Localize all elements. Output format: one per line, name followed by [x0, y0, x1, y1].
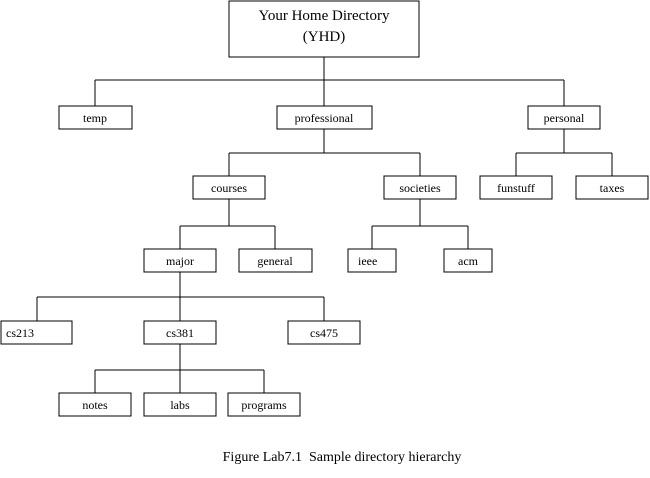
node-personal-box	[527, 105, 601, 130]
node-general-label: general	[257, 254, 293, 268]
node-temp: temp	[58, 105, 133, 130]
node-taxes: taxes	[575, 175, 649, 200]
node-temp-label: temp	[83, 111, 107, 125]
node-labs: labs	[143, 392, 217, 417]
node-programs-box	[227, 392, 301, 417]
node-acm-box	[443, 248, 493, 273]
connector-lines	[36, 57, 613, 393]
node-ieee-box	[347, 248, 397, 273]
node-societies: societies	[383, 175, 457, 200]
node-labs-label: labs	[170, 398, 190, 412]
node-cs381-box	[143, 320, 217, 345]
node-funstuff-box	[479, 175, 553, 200]
node-programs-label: programs	[241, 398, 287, 412]
figure-caption: Figure Lab7.1 Sample directory hierarchy	[223, 450, 462, 465]
node-cs475: cs475	[287, 320, 361, 345]
node-courses-label: courses	[211, 181, 247, 195]
node-professional: professional	[276, 105, 373, 130]
node-taxes-box	[575, 175, 649, 200]
node-general-box	[238, 248, 313, 273]
node-cs475-label: cs475	[310, 326, 338, 340]
node-taxes-label: taxes	[600, 181, 625, 195]
node-courses: courses	[192, 175, 266, 200]
node-ieee-label: ieee	[358, 254, 377, 268]
node-root-line1: Your Home Directory	[259, 8, 390, 24]
node-notes: notes	[58, 392, 132, 417]
node-major-label: major	[166, 254, 194, 268]
node-professional-label: professional	[295, 111, 354, 125]
node-major-box	[143, 248, 217, 273]
node-notes-box	[58, 392, 132, 417]
node-programs: programs	[227, 392, 301, 417]
node-cs475-box	[287, 320, 361, 345]
node-root-box	[228, 0, 420, 58]
node-root-line2: (YHD)	[303, 29, 346, 45]
node-cs381-label: cs381	[166, 326, 194, 340]
node-general: general	[238, 248, 313, 273]
node-cs213-label: cs213	[6, 326, 34, 340]
node-funstuff: funstuff	[479, 175, 553, 200]
node-labs-box	[143, 392, 217, 417]
node-root: Your Home Directory (YHD)	[228, 0, 420, 58]
node-professional-box	[276, 105, 373, 130]
node-funstuff-label: funstuff	[497, 181, 535, 195]
node-cs213: cs213	[0, 320, 73, 345]
node-cs213-box	[0, 320, 73, 345]
node-major: major	[143, 248, 217, 273]
node-ieee: ieee	[347, 248, 397, 273]
node-acm-label: acm	[458, 254, 479, 268]
node-acm: acm	[443, 248, 493, 273]
node-temp-box	[58, 105, 133, 130]
node-societies-label: societies	[399, 181, 441, 195]
node-personal-label: personal	[544, 111, 585, 125]
node-personal: personal	[527, 105, 601, 130]
node-societies-box	[383, 175, 457, 200]
node-cs381: cs381	[143, 320, 217, 345]
node-courses-box	[192, 175, 266, 200]
node-notes-label: notes	[82, 398, 108, 412]
